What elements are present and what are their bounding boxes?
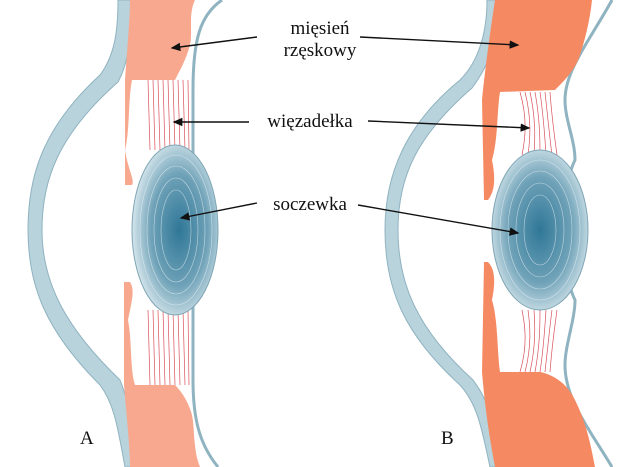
zonules-upper-b xyxy=(519,91,558,156)
label-ciliary-muscle-line2: rzęskowy xyxy=(283,40,357,61)
panel-label-a: A xyxy=(80,428,94,449)
lens-b xyxy=(491,149,589,311)
panel-label-b: B xyxy=(441,428,454,449)
arrow-zonules-b xyxy=(367,120,531,132)
panel-b xyxy=(384,0,614,467)
panel-a xyxy=(27,0,223,467)
label-ciliary-muscle: mięsień rzęskowy xyxy=(262,18,378,62)
arrow-muscle-b xyxy=(359,36,520,49)
zonules-lower-a xyxy=(147,309,190,386)
label-lens: soczewka xyxy=(273,194,347,215)
zonules-lower-b xyxy=(519,309,558,373)
ciliary-muscle-lower-a xyxy=(124,282,200,467)
zonules-upper-a xyxy=(147,79,190,151)
inner-membrane-a xyxy=(191,0,223,467)
arrow-lens-b xyxy=(357,204,520,236)
label-ciliary-muscle-line1: mięsień xyxy=(290,18,350,39)
label-zonules: więzadełka xyxy=(267,111,353,132)
arrows xyxy=(170,36,531,236)
arrow-lens-a xyxy=(179,202,258,221)
arrow-muscle-a xyxy=(170,36,258,52)
lens-a xyxy=(131,144,219,316)
ciliary-muscle-lower-b xyxy=(482,262,595,467)
cornea-a xyxy=(27,0,141,467)
ciliary-muscle-upper-b xyxy=(482,0,592,200)
